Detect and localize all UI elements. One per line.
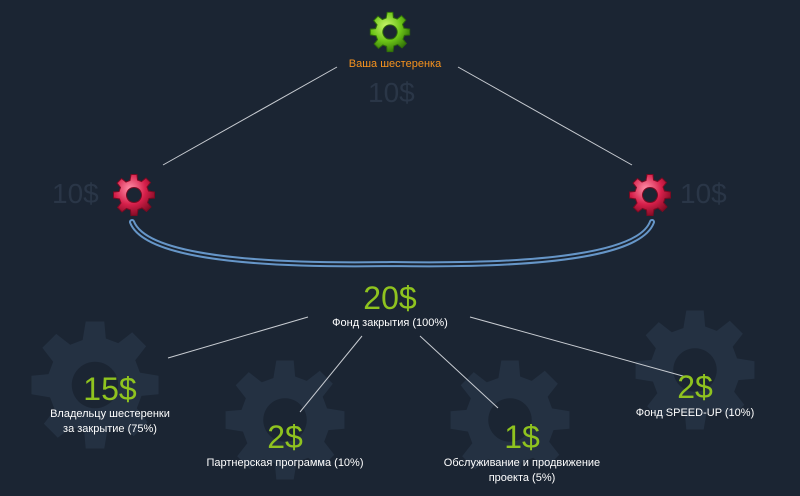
split-amount: 2$ xyxy=(267,419,303,455)
left-ghost-amount: 10$ xyxy=(52,178,99,209)
split-amount: 1$ xyxy=(504,419,540,455)
closing-arc-inner xyxy=(131,221,653,266)
right-ghost-amount: 10$ xyxy=(680,178,727,209)
split-label: Партнерская программа (10%) xyxy=(206,457,364,469)
top-gear-label: Ваша шестеренка xyxy=(348,58,442,70)
connector-line xyxy=(469,316,691,379)
split-label: Владельцу шестеренки за закрытие (75%) xyxy=(50,408,170,435)
connector-line xyxy=(457,66,633,166)
connector-line xyxy=(419,335,499,409)
connector-line xyxy=(299,335,363,413)
red-gear-icon xyxy=(113,174,155,216)
split-amount: 2$ xyxy=(677,369,713,405)
split-amount: 15$ xyxy=(83,371,137,407)
green-gear-icon xyxy=(369,11,411,53)
red-gear-icon xyxy=(629,174,671,216)
connector-line xyxy=(162,66,338,166)
split-label: Фонд SPEED-UP (10%) xyxy=(635,407,755,419)
split-label: Обслуживание и продвижение проекта (5%) xyxy=(443,457,601,484)
fund-label: Фонд закрытия (100%) xyxy=(332,317,448,329)
connector-line xyxy=(167,316,309,359)
fund-amount: 20$ xyxy=(363,280,417,316)
closing-arc xyxy=(129,219,655,268)
top-ghost-amount: 10$ xyxy=(368,77,415,108)
